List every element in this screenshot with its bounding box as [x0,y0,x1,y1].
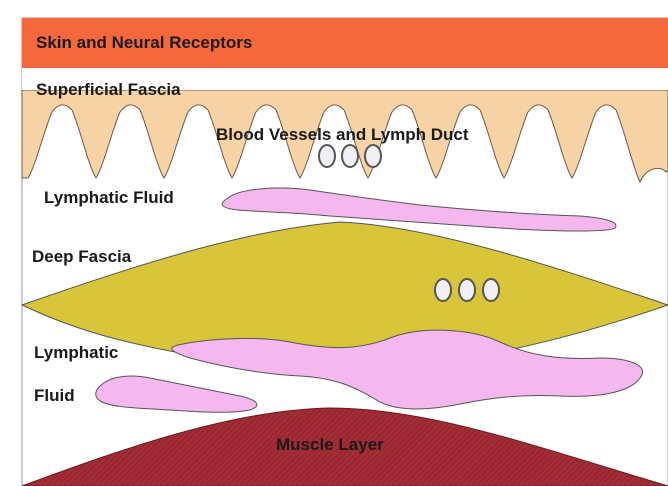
vessel-icon [342,145,358,167]
fluid-lower-label: Fluid [34,386,75,405]
vessel-icon [365,145,381,167]
lymphatic-fluid-upper-label: Lymphatic Fluid [44,188,174,207]
vessel-icon [483,279,499,301]
upper-vessel-group [319,145,381,167]
deep-fascia-label: Deep Fascia [32,247,132,266]
vessel-icon [435,279,451,301]
deep-vessel-group [435,279,499,301]
muscle-label: Muscle Layer [276,435,384,454]
blood-vessels-label: Blood Vessels and Lymph Duct [216,125,469,144]
vessel-icon [459,279,475,301]
vessel-icon [319,145,335,167]
lymphatic-lower-label: Lymphatic [34,343,118,362]
skin-label: Skin and Neural Receptors [36,33,252,52]
superficial-fascia-label: Superficial Fascia [36,80,181,99]
